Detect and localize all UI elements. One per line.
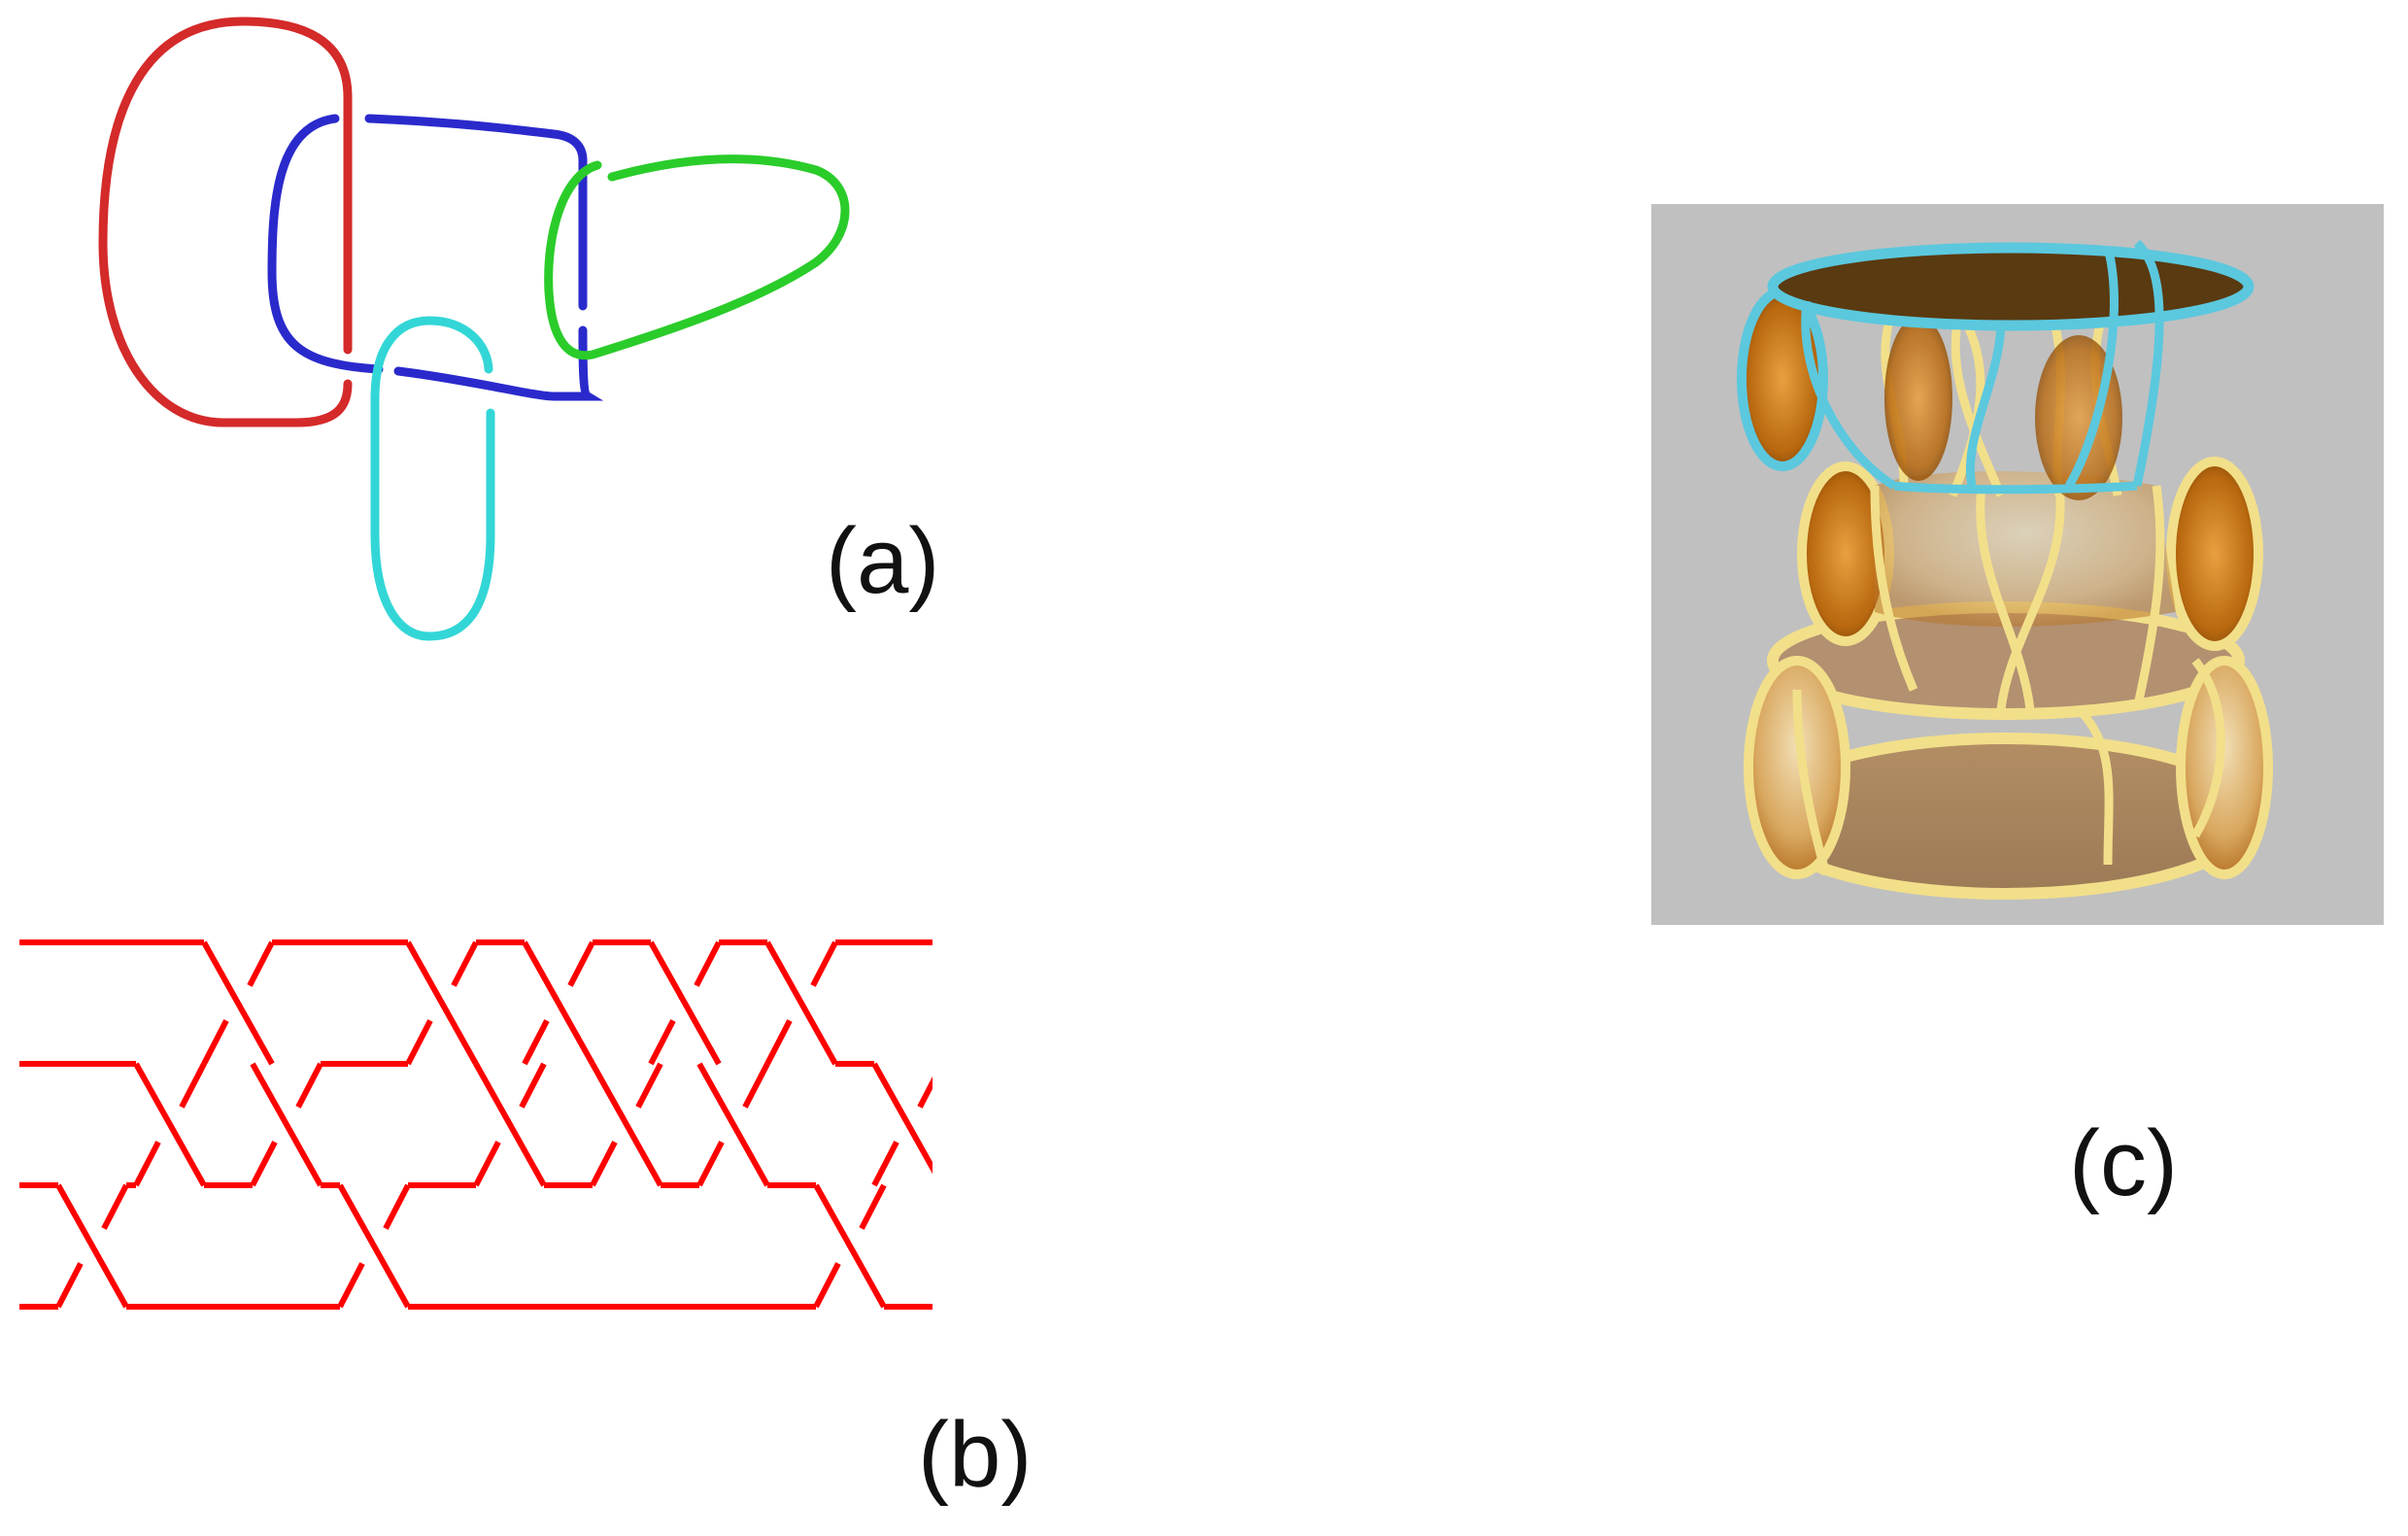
braid-crossing-over <box>250 1062 323 1187</box>
braid-crossing-under <box>810 940 838 987</box>
braid-crossing-under <box>451 940 479 987</box>
braid-crossing-under <box>813 1262 841 1309</box>
braid-crossing-under <box>405 1019 433 1066</box>
middle-membrane <box>1875 471 2176 627</box>
braid-crossing-under <box>55 1262 84 1309</box>
braid-crossing-under <box>696 1141 725 1187</box>
braid-crossing-over <box>473 1062 547 1187</box>
braid-crossing-under <box>567 940 595 987</box>
braid-crossing-over <box>201 940 275 1066</box>
braid-crossing-over <box>871 1062 933 1175</box>
braid-crossing-under <box>101 1183 129 1230</box>
label-a: (a) <box>826 509 940 613</box>
middle-disk <box>1773 607 2239 714</box>
braid-crossing-under <box>295 1062 323 1109</box>
link-component-green <box>544 154 850 360</box>
braid-crossing-under <box>519 1062 547 1109</box>
braid-crossing-under <box>383 1183 411 1230</box>
braid-crossing-under <box>522 1019 550 1066</box>
link-component-red <box>98 17 353 427</box>
braid-crossing-under <box>133 1141 161 1187</box>
render-3d-svg <box>1651 204 2384 925</box>
braid-crossing-over <box>522 940 595 1066</box>
lower-left-cylinder <box>1744 656 1850 879</box>
braid-crossing-over <box>813 1183 887 1309</box>
braid-crossing-under <box>201 1019 229 1066</box>
lower-right-cylinder <box>2176 656 2273 879</box>
braid-crossing-under <box>694 940 722 987</box>
braid-crossing-over <box>648 940 722 1066</box>
braid-crossing-under <box>859 1183 887 1230</box>
cyan-strands <box>1801 239 2164 495</box>
upper-center-cylinder <box>1884 316 1952 481</box>
braid-crossing-under <box>635 1062 663 1109</box>
braid-crossing-under <box>917 1075 933 1109</box>
braid-crossing-over <box>55 1183 129 1309</box>
top-disk <box>1773 248 2249 325</box>
upper-right-cylinder <box>2035 335 2122 500</box>
braid-strands <box>19 939 933 1310</box>
braid-crossing-under <box>590 1141 618 1187</box>
link-component-cyan <box>370 316 495 641</box>
middle-right-cylinder <box>2166 457 2263 651</box>
braid-crossing-under <box>179 1062 207 1109</box>
braid-crossing-over <box>590 1062 663 1187</box>
bottom-disk <box>1758 738 2254 894</box>
braid-crossing-over <box>764 940 838 1066</box>
braid-crossing-over <box>337 1183 411 1309</box>
link-diagram-svg <box>98 17 850 641</box>
label-b: (b) <box>918 1403 1033 1507</box>
panel-c-3d-render <box>1651 204 2384 925</box>
braid-crossing-over <box>405 940 479 1066</box>
braid-crossing-under <box>473 1141 501 1187</box>
braid-crossing-under <box>337 1262 365 1309</box>
braid-diagram-svg <box>19 939 933 1310</box>
link-component-blue <box>267 114 604 401</box>
braid-crossing-under <box>742 1062 770 1109</box>
braid-crossing-under <box>871 1141 899 1187</box>
label-c: (c) <box>2069 1111 2178 1215</box>
braid-crossing-over <box>696 1062 770 1187</box>
braid-crossing-over <box>133 1062 207 1187</box>
braid-crossing-under <box>764 1019 793 1066</box>
panel-b-braid-diagram <box>19 923 933 1312</box>
braid-crossing-under <box>648 1019 676 1066</box>
top-ring-cyan <box>1767 242 2255 331</box>
panel-a-link-diagram <box>87 10 865 651</box>
braid-crossing-under <box>250 1141 278 1187</box>
braid-crossing-under <box>247 940 275 987</box>
